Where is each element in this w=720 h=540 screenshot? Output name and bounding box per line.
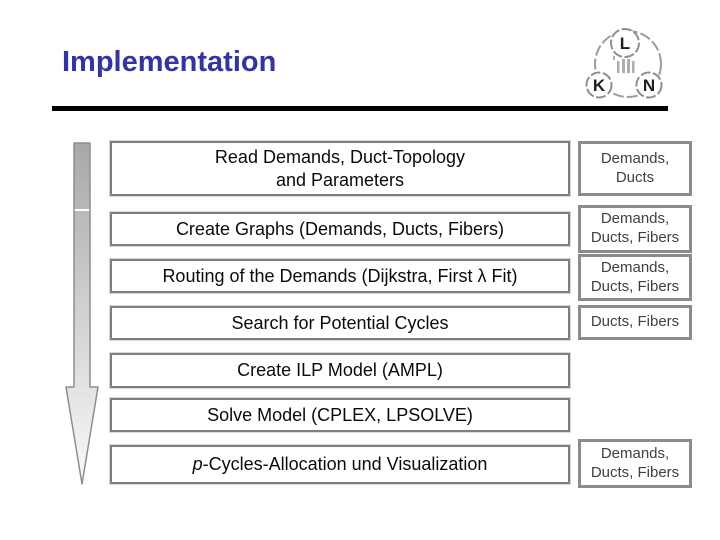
step-text-line: Create ILP Model (AMPL) bbox=[237, 360, 443, 381]
step-text-line: Solve Model (CPLEX, LPSOLVE) bbox=[207, 404, 473, 425]
logo-circle-n bbox=[635, 71, 663, 99]
output-box-demands-ducts-fibers-2: Demands, Ducts, Fibers bbox=[578, 254, 692, 301]
lkn-center-glyph bbox=[613, 56, 635, 73]
step-pcycles-visualization: p-Cycles-Allocation und Visualization bbox=[109, 444, 571, 485]
italic-p-prefix: p bbox=[192, 454, 203, 475]
step-text-line: Search for Potential Cycles bbox=[231, 312, 449, 333]
step-text-line: and Parameters bbox=[275, 169, 405, 190]
arrow-shape bbox=[65, 142, 99, 485]
output-text-line: Ducts, Fibers bbox=[590, 313, 680, 331]
output-text-line: Demands, bbox=[600, 258, 670, 276]
output-text-line: Demands, bbox=[600, 210, 670, 228]
step-text-line: Create Graphs (Demands, Ducts, Fibers) bbox=[175, 218, 505, 239]
logo-letter-n: N bbox=[643, 76, 655, 95]
logo-letter-l: L bbox=[620, 34, 630, 53]
logo-letter-k: K bbox=[593, 76, 606, 95]
output-box-ducts-fibers: Ducts, Fibers bbox=[578, 305, 692, 340]
output-text-line: Demands, bbox=[600, 149, 670, 167]
output-text-line: Ducts bbox=[615, 168, 655, 186]
step-search-cycles: Search for Potential Cycles bbox=[109, 305, 571, 341]
logo-circle-k bbox=[585, 71, 613, 99]
step-text-line: Read Demands, Duct-Topology bbox=[214, 147, 466, 167]
output-text-line: Ducts, Fibers bbox=[590, 463, 680, 481]
step-text-rest: -Cycles-Allocation und Visualization bbox=[202, 454, 488, 475]
output-text-line: Ducts, Fibers bbox=[590, 277, 680, 295]
lkn-logo: L K N bbox=[585, 28, 663, 99]
title-divider-line bbox=[52, 106, 668, 111]
output-box-demands-ducts-fibers-3: Demands, Ducts, Fibers bbox=[578, 439, 692, 488]
step-create-ilp-model: Create ILP Model (AMPL) bbox=[109, 352, 571, 389]
output-text-line: Ducts, Fibers bbox=[590, 229, 680, 246]
output-text-line: Demands, bbox=[600, 444, 670, 462]
flow-down-arrow bbox=[65, 142, 99, 485]
logo-circle-l bbox=[610, 28, 640, 58]
output-box-demands-ducts-fibers-1: Demands, Ducts, Fibers bbox=[578, 205, 692, 253]
output-box-demands-ducts: Demands, Ducts bbox=[578, 141, 692, 196]
step-text-line: Routing of the Demands (Dijkstra, First … bbox=[162, 265, 518, 286]
step-solve-model: Solve Model (CPLEX, LPSOLVE) bbox=[109, 397, 571, 433]
step-read-demands: Read Demands, Duct-Topology and Paramete… bbox=[109, 140, 571, 197]
step-create-graphs: Create Graphs (Demands, Ducts, Fibers) bbox=[109, 211, 571, 247]
step-text-line: p-Cycles-Allocation und Visualization bbox=[193, 453, 488, 476]
step-routing-demands: Routing of the Demands (Dijkstra, First … bbox=[109, 258, 571, 294]
page-title: Implementation bbox=[62, 46, 277, 78]
